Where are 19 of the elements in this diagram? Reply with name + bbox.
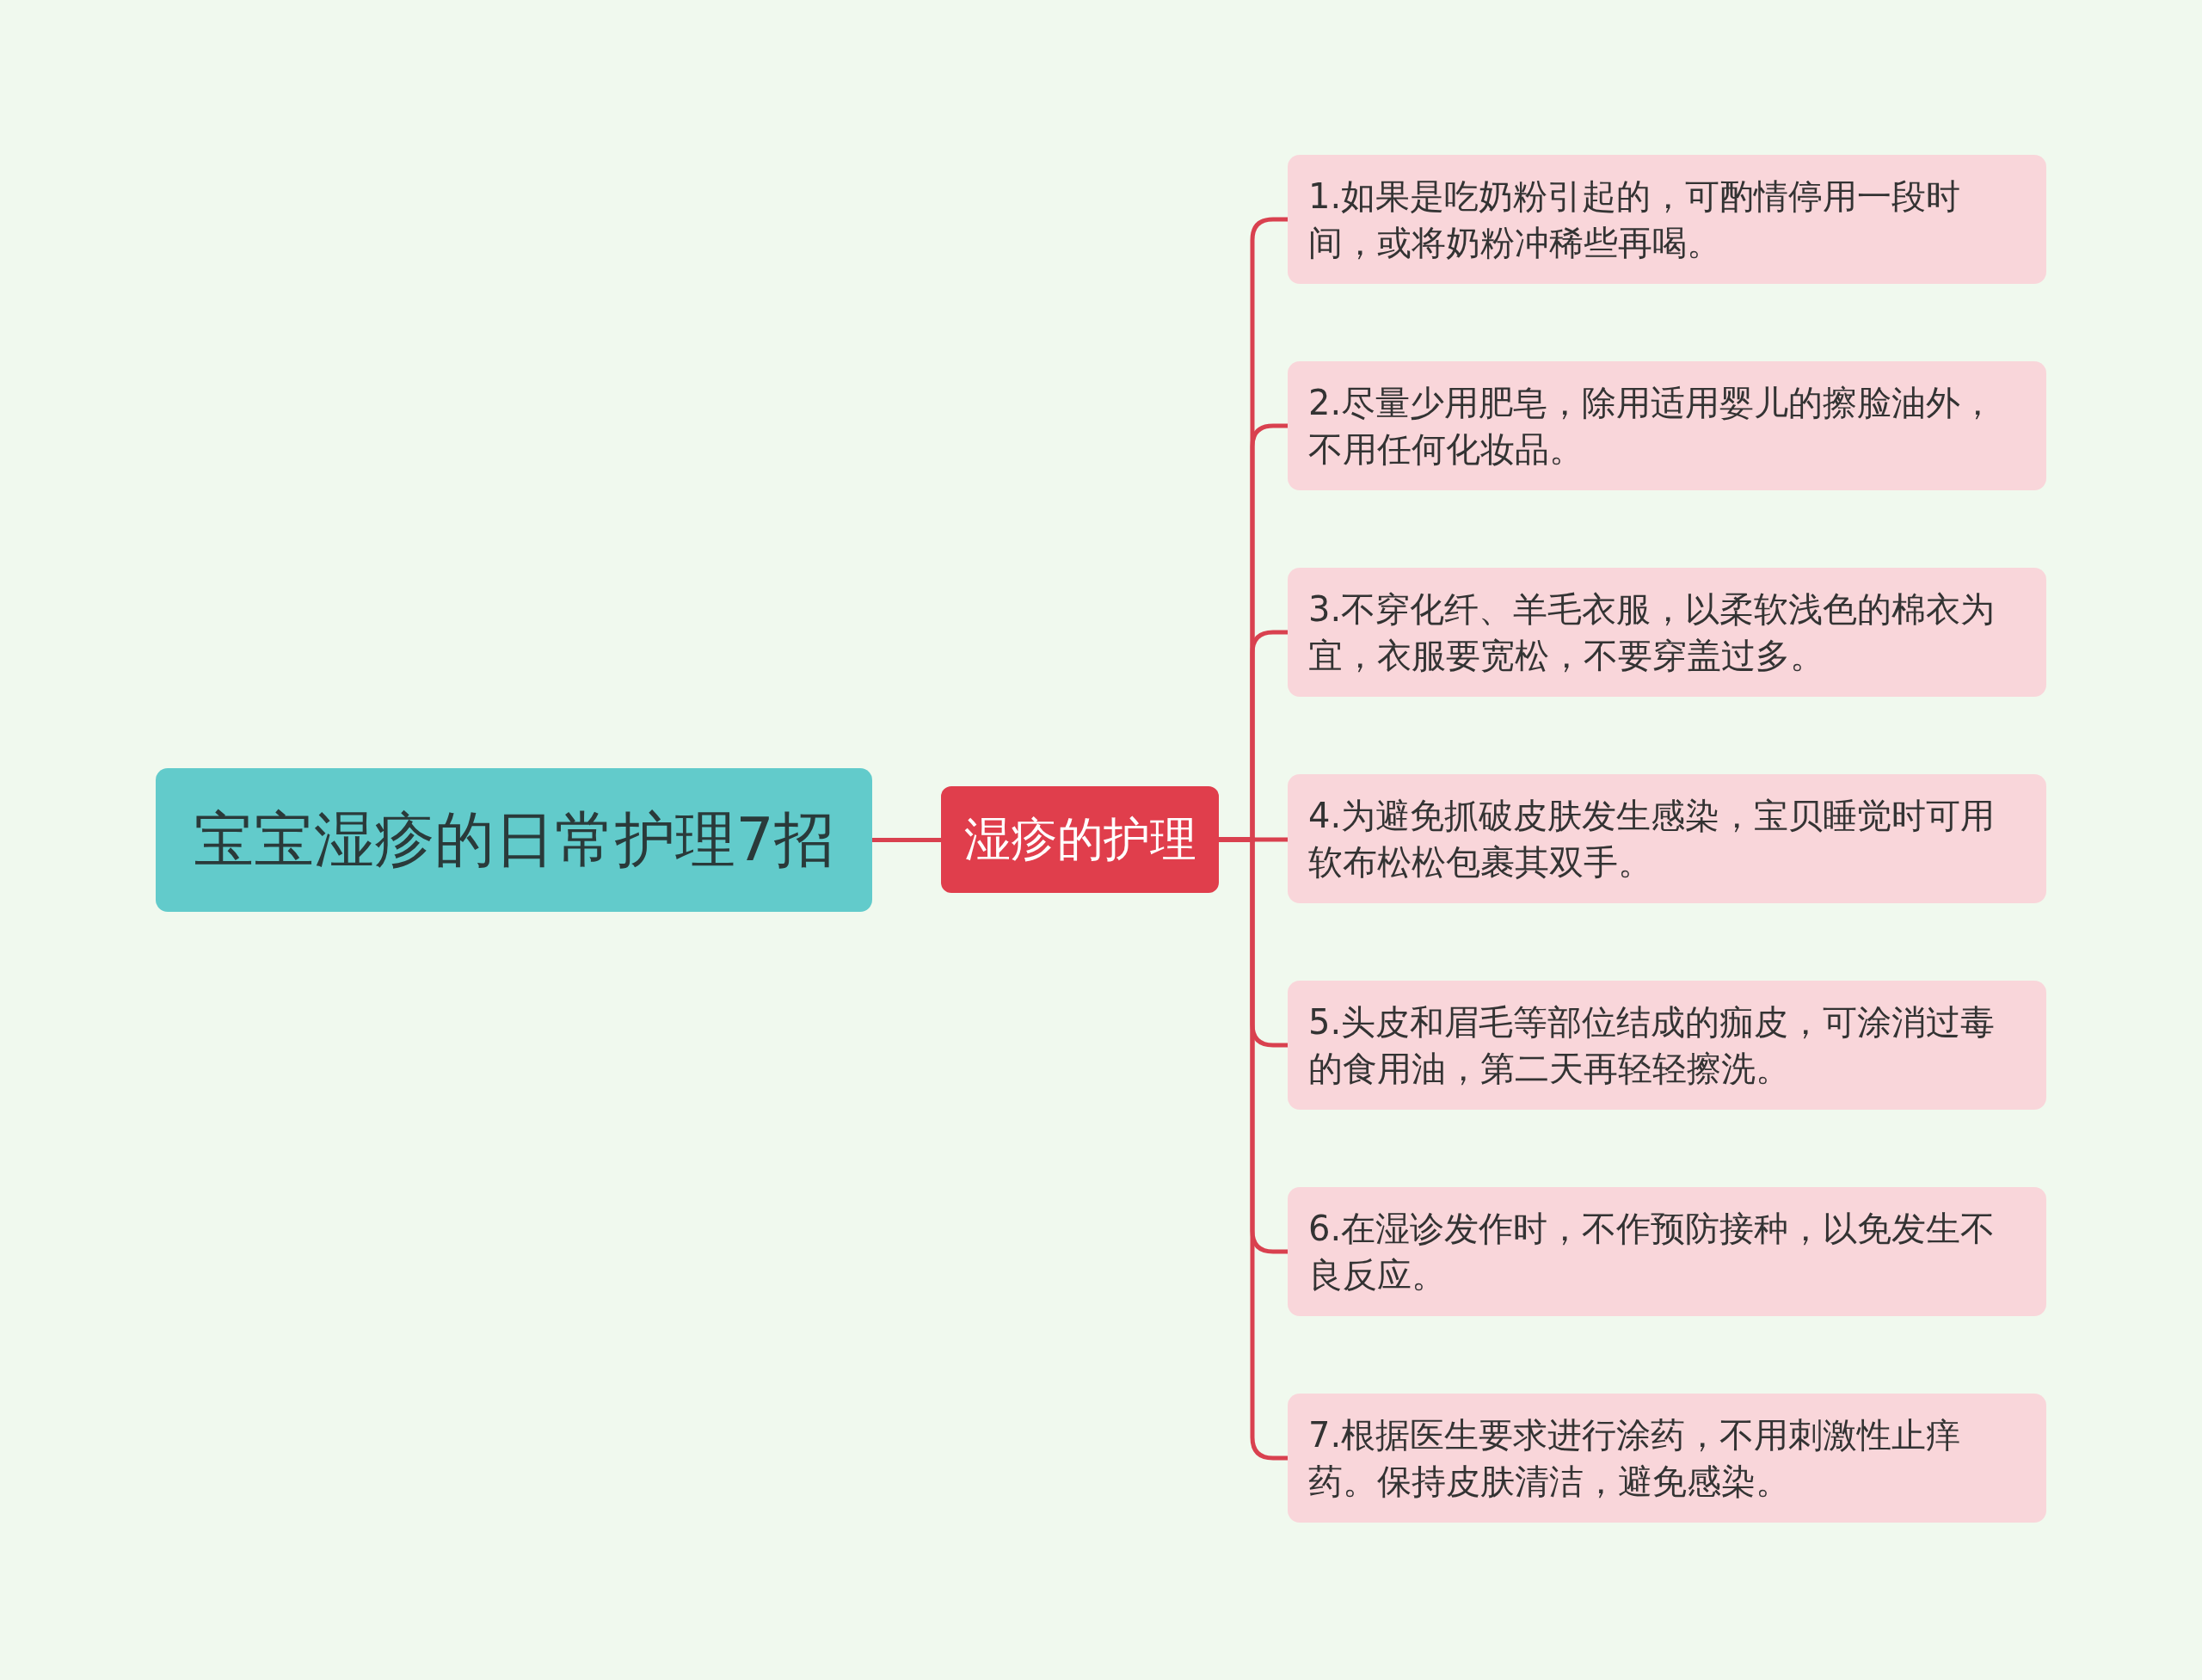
item-box xyxy=(1288,568,2046,697)
node-text: 3.不穿化纤、羊毛衣服，以柔软浅色的棉衣为宜，衣服要宽松，不要穿盖过多。 xyxy=(1308,588,1996,677)
item-box xyxy=(1288,361,2046,490)
item-box xyxy=(1288,1394,2046,1523)
item-box xyxy=(1288,155,2046,284)
node-text: 7.根据医生要求进行涂药，不用刺激性止痒药。保持皮肤清洁，避免感染。 xyxy=(1308,1414,1962,1503)
node-text: 2.尽量少用肥皂，除用适用婴儿的擦脸油外，不用任何化妆品。 xyxy=(1308,382,1996,471)
item-box xyxy=(1288,1187,2046,1316)
node-text: 4.为避免抓破皮肤发生感染，宝贝睡觉时可用软布松松包裹其双手。 xyxy=(1308,795,1996,883)
node-text: 1.如果是吃奶粉引起的，可酌情停用一段时间，或将奶粉冲稀些再喝。 xyxy=(1308,175,1962,264)
item-box xyxy=(1288,981,2046,1110)
item-box xyxy=(1288,774,2046,903)
node-text: 宝宝湿疹的日常护理7招 xyxy=(194,803,834,877)
node-text: 5.头皮和眉毛等部位结成的痂皮，可涂消过毒的食用油，第二天再轻轻擦洗。 xyxy=(1308,1001,1996,1090)
connector-line xyxy=(872,838,941,842)
topic-box xyxy=(156,768,872,912)
subtopic-box xyxy=(941,786,1219,893)
node-text: 6.在湿诊发作时，不作预防接种，以免发生不良反应。 xyxy=(1308,1208,1996,1296)
node-text: 湿疹的护理 xyxy=(963,810,1196,868)
